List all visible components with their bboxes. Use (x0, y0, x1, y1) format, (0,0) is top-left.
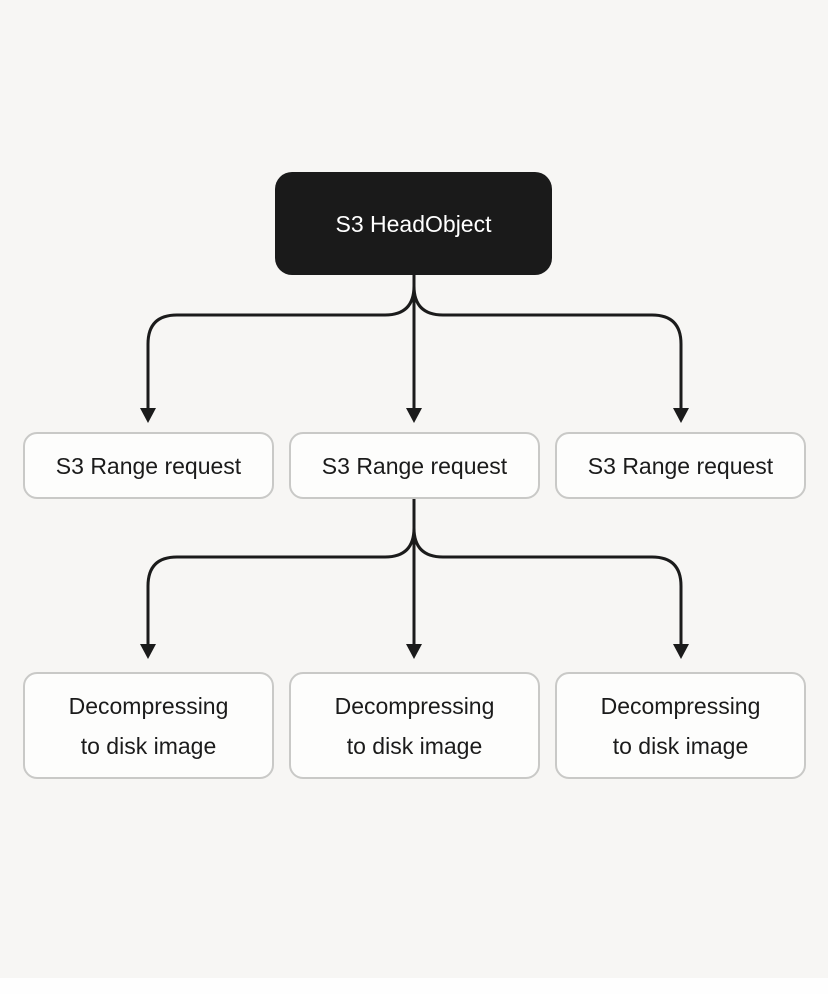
node-label-line2: to disk image (80, 732, 217, 759)
edge-root-to-mid-left (146, 285, 416, 409)
node-s3-range-request-2: S3 Range request (289, 432, 540, 499)
node-s3-range-request-3: S3 Range request (555, 432, 806, 499)
node-label-line1: Decompressing (68, 692, 229, 719)
node-label: S3 Range request (55, 452, 242, 479)
node-label: S3 Range request (321, 452, 508, 479)
node-s3-headobject: S3 HeadObject (275, 172, 552, 275)
node-decompressing-1: Decompressing to disk image (23, 672, 274, 779)
node-label-line2: to disk image (612, 732, 749, 759)
arrowhead-mid-left (140, 408, 156, 423)
arrowhead-bottom-right (673, 644, 689, 659)
arrowhead-mid-right (673, 408, 689, 423)
edge-mid-to-bottom-left (146, 527, 416, 645)
node-label: S3 Range request (587, 452, 774, 479)
edge-root-to-mid-right (412, 285, 683, 409)
arrowhead-mid-center (406, 408, 422, 423)
node-label-line2: to disk image (346, 732, 483, 759)
node-label-line1: Decompressing (334, 692, 495, 719)
node-decompressing-2: Decompressing to disk image (289, 672, 540, 779)
arrowhead-bottom-center (406, 644, 422, 659)
node-label: S3 HeadObject (335, 210, 492, 237)
arrowhead-bottom-left (140, 644, 156, 659)
node-label-line1: Decompressing (600, 692, 761, 719)
node-s3-range-request-1: S3 Range request (23, 432, 274, 499)
node-decompressing-3: Decompressing to disk image (555, 672, 806, 779)
page-bottom-strip (0, 978, 828, 994)
edge-mid-to-bottom-right (412, 527, 683, 645)
